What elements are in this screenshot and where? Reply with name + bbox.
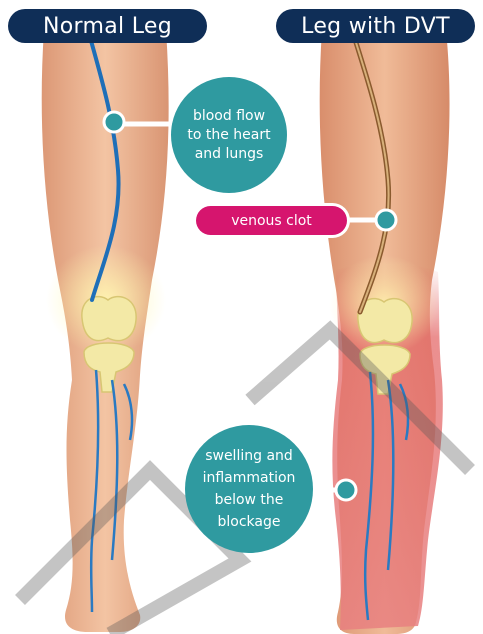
dvt-leg-title: Leg with DVT <box>276 9 475 43</box>
normal-vein-marker <box>104 112 124 132</box>
blood-flow-callout: blood flow to the heart and lungs <box>171 77 287 193</box>
dvt-leg-title-text: Leg with DVT <box>301 14 450 39</box>
normal-leg-title: Normal Leg <box>8 9 207 43</box>
swelling-callout: swelling and inflammation below the bloc… <box>185 425 313 553</box>
venous-clot-callout: venous clot <box>196 206 347 235</box>
dvt-femur-bone <box>358 299 412 343</box>
swelling-text: swelling and inflammation below the bloc… <box>203 445 296 533</box>
normal-leg-illustration <box>42 30 171 632</box>
clot-marker <box>376 210 396 230</box>
swelling-marker <box>336 480 356 500</box>
normal-femur-bone <box>82 297 136 341</box>
normal-leg-title-text: Normal Leg <box>43 14 172 39</box>
venous-clot-text: venous clot <box>231 213 312 229</box>
blood-flow-text: blood flow to the heart and lungs <box>187 107 270 164</box>
